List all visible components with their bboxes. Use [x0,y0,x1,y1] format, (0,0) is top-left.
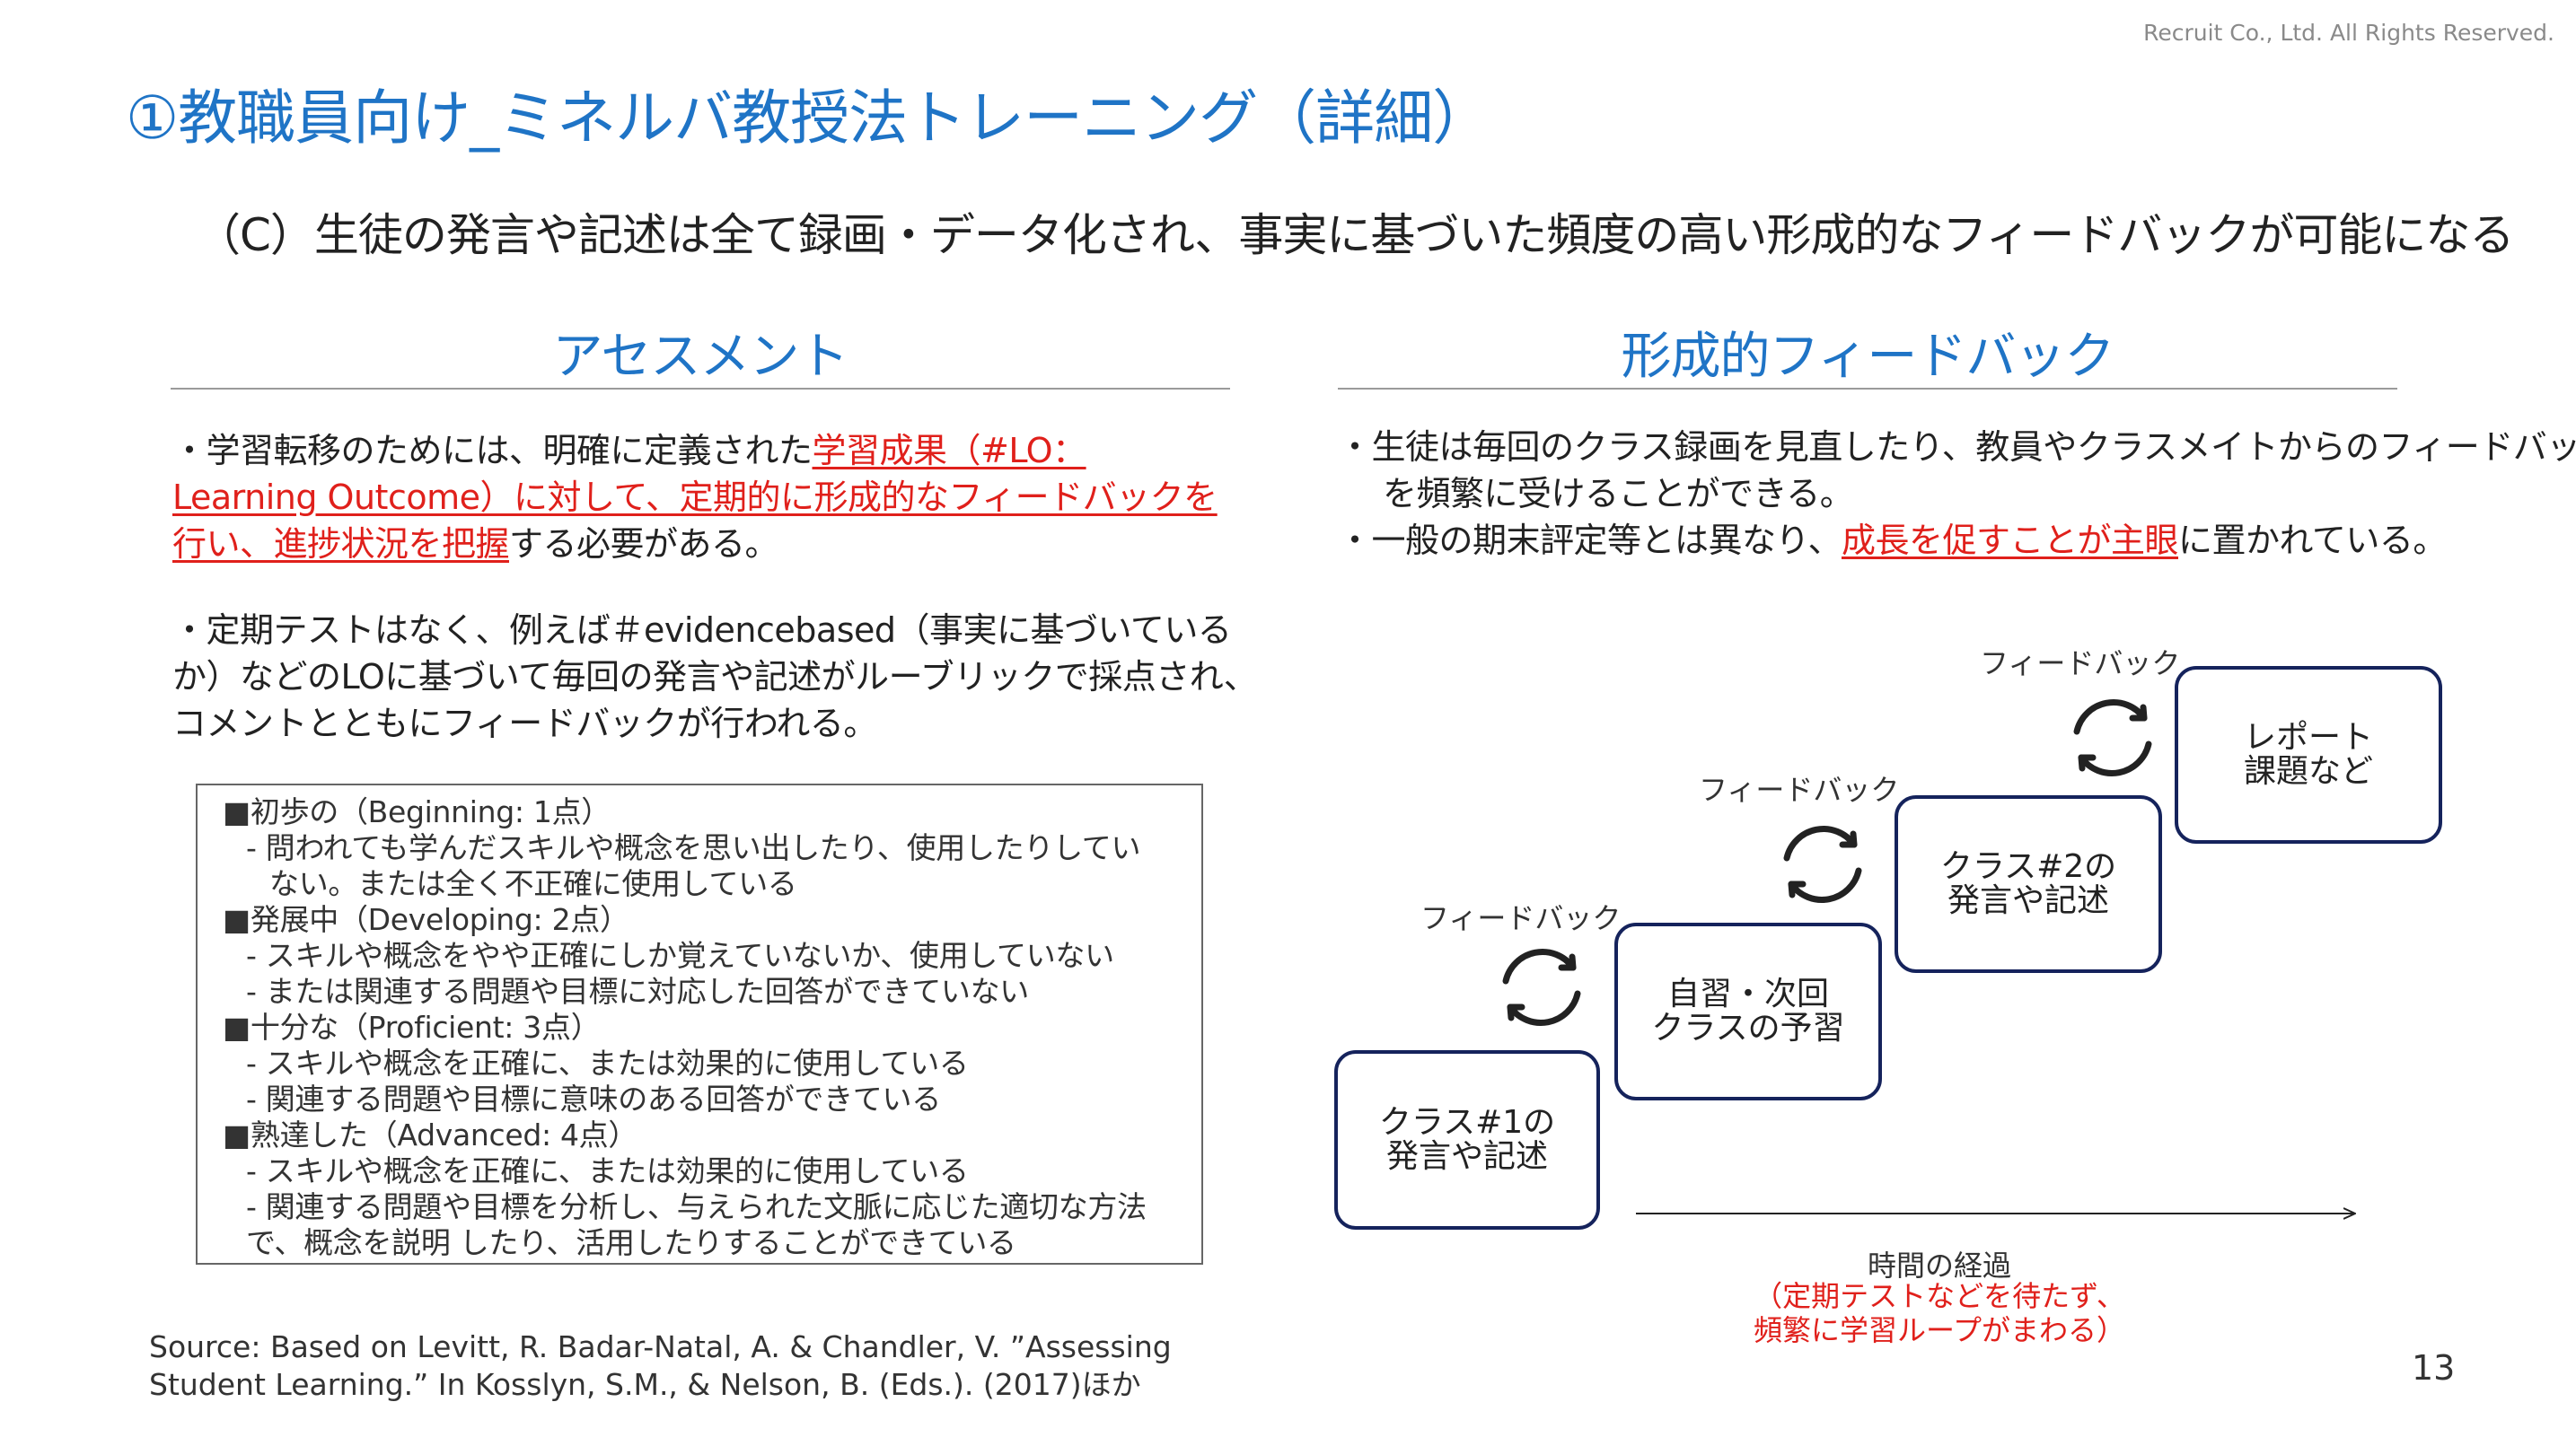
step-report-line-1: レポート [2243,719,2373,756]
assessment-paragraph-2: ・定期テストはなく、例えば＃evidencebased（事実に基づいている か）… [172,607,1258,747]
feedback-label: フィードバック [1420,901,1622,935]
source-citation: Source: Based on Levitt, R. Badar-Natal,… [149,1328,1172,1404]
p1-line3-suffix: する必要がある。 [509,524,779,564]
cycle-icon [1502,949,1581,1026]
p1-line1-highlight: 学習成果（#LO： [812,431,1087,470]
step-class1: クラス#1の 発言や記述 [1334,1050,1600,1230]
page-subtitle: （C）生徒の発言や記述は全て録画・データ化され、事実に基づいた頻度の高い形成的な… [196,209,2514,261]
step-class1-line-1: クラス#1の [1378,1104,1556,1141]
feedback-loop-diagram: クラス#1の 発言や記述 自習・次回 クラスの予習 クラス#2の 発言や記述 レ… [1329,628,2460,1364]
rubric-level-advanced: ■熟達した（Advanced: 4点） [223,1117,638,1152]
cycle-icon [1783,826,1862,903]
step-class1-line-2: 発言や記述 [1385,1138,1548,1175]
rubric-desc: で、概念を説明 したり、活用したりすることができている [246,1225,1016,1260]
assessment-divider [171,388,1230,390]
page-number: 13 [2412,1348,2456,1388]
feedback-bullets: ・生徒は毎回のクラス録画を見直したり、教員やクラスメイトからのフィードバック を… [1338,424,2576,564]
rubric-desc: ない。または全く不正確に使用している [269,866,797,901]
p2-line3: コメントとともにフィードバックが行われる。 [172,704,877,743]
rubric-desc: - 関連する問題や目標を分析し、与えられた文脈に応じた適切な方法 [246,1189,1147,1224]
feedback-bullet-1-line-2: を頻繁に受けることができる。 [1383,474,1854,513]
source-line-1: Source: Based on Levitt, R. Badar-Natal,… [149,1329,1172,1364]
source-line-2: Student Learning.” In Kosslyn, S.M., & N… [149,1367,1141,1402]
rubric-level-proficient: ■十分な（Proficient: 3点） [223,1010,601,1045]
p1-line2-highlight: Learning Outcome）に対して、定期的に形成的なフィードバックを [172,478,1218,517]
p2-line1: ・定期テストはなく、例えば＃evidencebased（事実に基づいている [172,610,1232,650]
time-label: 時間の経過 [1867,1249,2011,1283]
cycle-icon [2073,699,2152,776]
time-note-line-1: （定期テストなどを待たず、 [1754,1279,2125,1313]
rubric-desc: - 関連する問題や目標に意味のある回答ができている [246,1082,941,1117]
copyright-notice: Recruit Co., Ltd. All Rights Reserved. [2143,20,2554,46]
page-title: ①教職員向け_ミネルバ教授法トレーニング（詳細） [126,83,1491,153]
step-class2-line-2: 発言や記述 [1947,882,2109,919]
time-note: （定期テストなどを待たず、 頻繁に学習ループがまわる） [1715,1279,2164,1347]
assessment-heading: アセスメント [552,328,849,386]
feedback-heading: 形成的フィードバック [1621,328,2115,386]
step-report: レポート 課題など [2175,666,2442,844]
feedback-divider [1338,388,2397,390]
rubric-level-developing: ■発展中（Developing: 2点） [223,902,629,937]
diagram-graphics [1502,699,2460,1364]
step-self-study: 自習・次回 クラスの予習 [1614,923,1882,1100]
feedback-bullet-2-prefix: ・一般の期末評定等とは異なり、 [1338,521,1842,560]
feedback-label: フィードバック [1980,646,2181,680]
rubric-box: ■初歩の（Beginning: 1点） - 問われても学んだスキルや概念を思い出… [196,784,1203,1265]
p2-line2: か）などのLOに基づいて毎回の発言や記述がルーブリックで採点され、 [172,657,1258,697]
step-self-study-line-1: 自習・次回 [1666,976,1829,1012]
p1-line1-prefix: ・学習転移のためには、明確に定義された [172,431,813,470]
step-report-line-2: 課題など [2243,753,2373,790]
step-self-study-line-2: クラスの予習 [1651,1010,1845,1047]
rubric-desc: - 問われても学んだスキルや概念を思い出したり、使用したりしてい [246,830,1141,865]
rubric-desc: - スキルや概念を正確に、または効果的に使用している [246,1153,969,1188]
feedback-bullet-1-line-1: ・生徒は毎回のクラス録画を見直したり、教員やクラスメイトからのフィードバック [1338,427,2576,467]
rubric-desc: - スキルや概念を正確に、または効果的に使用している [246,1046,969,1081]
feedback-label: フィードバック [1699,773,1900,807]
rubric-level-beginning: ■初歩の（Beginning: 1点） [223,794,611,829]
step-class2-line-1: クラス#2の [1939,848,2117,885]
rubric-desc: - スキルや概念をやや正確にしか覚えていないか、使用していない [246,938,1114,973]
step-class2: クラス#2の 発言や記述 [1895,795,2162,973]
rubric-desc: - または関連する問題や目標に対応した回答ができていない [246,974,1029,1009]
assessment-paragraph-1: ・学習転移のためには、明確に定義された学習成果（#LO： Learning Ou… [172,427,1218,567]
feedback-bullet-2-highlight: 成長を促すことが主眼 [1841,521,2179,560]
time-note-line-2: 頻繁に学習ループがまわる） [1753,1313,2126,1347]
p1-line3-highlight: 行い、進捗状況を把握 [172,524,510,564]
feedback-bullet-2-suffix: に置かれている。 [2178,521,2447,560]
